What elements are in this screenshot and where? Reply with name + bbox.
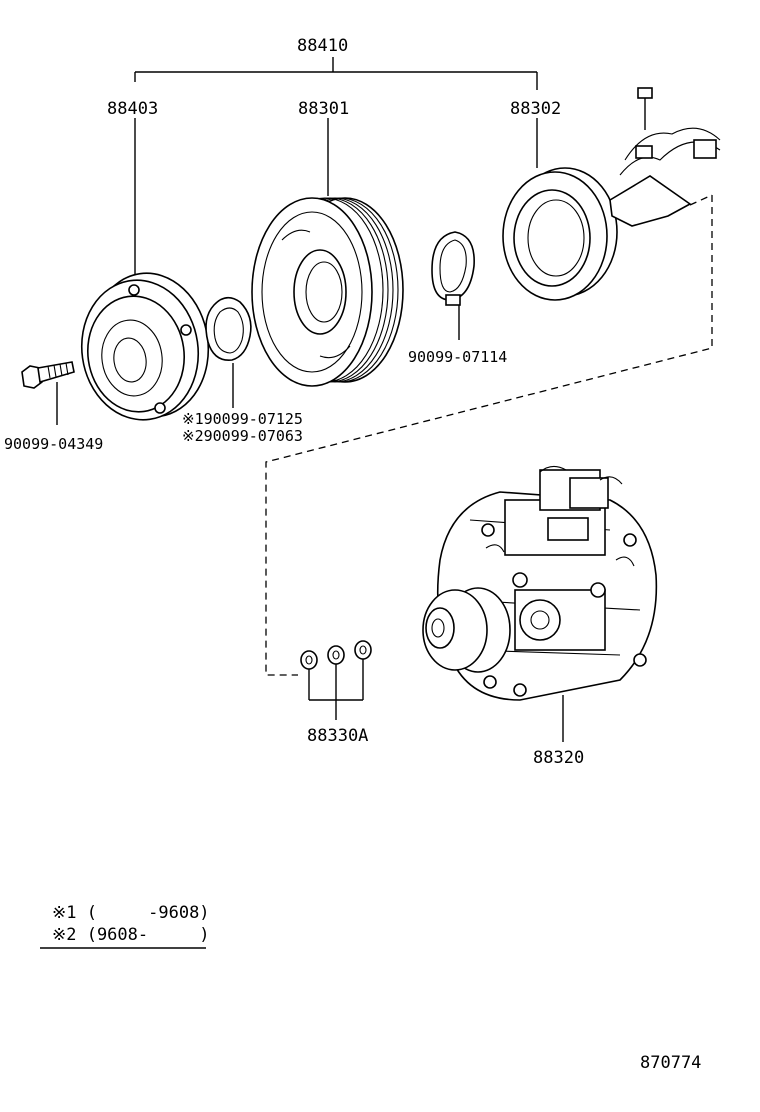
pressure-plate-part bbox=[80, 272, 210, 421]
dashed-line-top bbox=[689, 194, 713, 206]
assembly-bracket bbox=[134, 57, 538, 90]
diagram-number: 870774 bbox=[640, 1053, 701, 1073]
label-orings: 88330A bbox=[307, 726, 368, 746]
installation-dashed-line bbox=[265, 195, 713, 676]
leader-lines bbox=[56, 118, 564, 742]
label-pulley: 88301 bbox=[298, 99, 349, 119]
pulley-part bbox=[251, 197, 404, 387]
label-compressor: 88320 bbox=[533, 748, 584, 768]
label-shim-2: ※290099-07063 bbox=[182, 427, 303, 445]
label-plate: 88403 bbox=[107, 99, 158, 119]
label-snap-ring: 90099-07114 bbox=[408, 348, 507, 366]
snap-ring-part bbox=[431, 231, 475, 306]
field-coil-part bbox=[502, 87, 721, 301]
bolt-part bbox=[21, 361, 75, 389]
o-rings-part bbox=[300, 640, 372, 670]
note-2: ※2 (9608- ) bbox=[52, 925, 210, 945]
label-assembly: 88410 bbox=[297, 36, 348, 56]
label-shim-1: ※190099-07125 bbox=[182, 410, 303, 428]
note-1: ※1 ( -9608) bbox=[52, 903, 210, 923]
compressor-part bbox=[422, 465, 658, 701]
label-bolt: 90099-04349 bbox=[4, 435, 103, 453]
shim-part bbox=[205, 296, 252, 361]
label-coil: 88302 bbox=[510, 99, 561, 119]
